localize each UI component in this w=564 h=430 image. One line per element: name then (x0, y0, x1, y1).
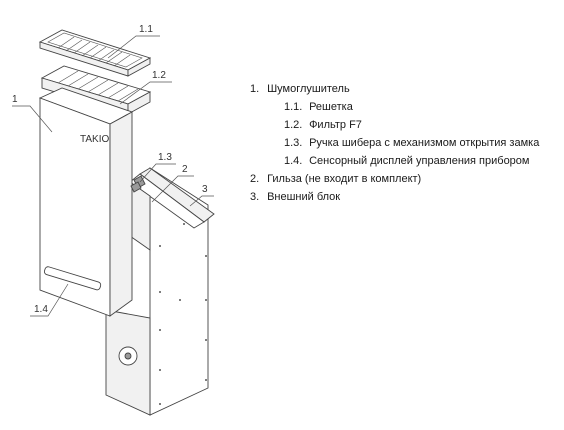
legend-item-number: 1.4. (284, 155, 303, 167)
legend-item-number: 1.2. (284, 119, 303, 131)
svg-text:1.3: 1.3 (158, 152, 172, 163)
brand-label: TAKIO (80, 134, 109, 145)
legend-item-label: Сенсорный дисплей управления прибором (309, 155, 530, 167)
legend-item-label: Решетка (309, 101, 353, 113)
legend-item-label: Гильза (не входит в комплект) (267, 173, 422, 185)
legend-item: 1. Шумоглушитель (250, 80, 562, 98)
callout-3: 3 (189, 184, 214, 207)
legend-item: 1.4. Сенсорный дисплей управления прибор… (250, 152, 562, 170)
grille-part (38, 29, 152, 77)
callout-1-1: 1.1 (107, 24, 160, 59)
silencer-housing-part: TAKIO (38, 87, 134, 317)
callout-1: 1 (12, 94, 53, 133)
legend-item-label: Шумоглушитель (267, 83, 350, 95)
legend-item: 1.3. Ручка шибера с механизмом открытия … (250, 134, 562, 152)
legend-item: 3. Внешний блок (250, 188, 562, 206)
legend-item-number: 1. (250, 83, 260, 95)
callout-1-3: 1.3 (139, 152, 176, 183)
callout-2: 2 (151, 164, 194, 203)
legend-item-label: Фильтр F7 (309, 119, 362, 131)
svg-text:2: 2 (182, 164, 188, 175)
legend-item-label: Ручка шибера с механизмом открытия замка (309, 137, 540, 149)
outer-unit-part (105, 167, 209, 416)
legend-item: 1.2. Фильтр F7 (250, 116, 562, 134)
svg-text:1.1: 1.1 (139, 24, 153, 35)
svg-text:1.2: 1.2 (152, 70, 166, 81)
legend-item-number: 3. (250, 191, 260, 203)
callout-1-4: 1.4 (30, 283, 69, 317)
legend-item: 2. Гильза (не входит в комплект) (250, 170, 562, 188)
svg-text:1.4: 1.4 (34, 304, 48, 315)
legend-item-number: 1.1. (284, 101, 303, 113)
exploded-assembly-drawing: TAKIO 1.1 1.2 1 1.3 2 3 1.4 (12, 24, 215, 416)
legend-item: 1.1. Решетка (250, 98, 562, 116)
legend-item-number: 1.3. (284, 137, 303, 149)
legend-item-label: Внешний блок (267, 191, 341, 203)
callout-1-2: 1.2 (119, 70, 172, 105)
svg-text:1: 1 (12, 94, 18, 105)
legend-item-number: 2. (250, 173, 260, 185)
sleeve-part (129, 167, 215, 251)
svg-text:3: 3 (202, 184, 208, 195)
damper-handle-part (130, 175, 146, 193)
